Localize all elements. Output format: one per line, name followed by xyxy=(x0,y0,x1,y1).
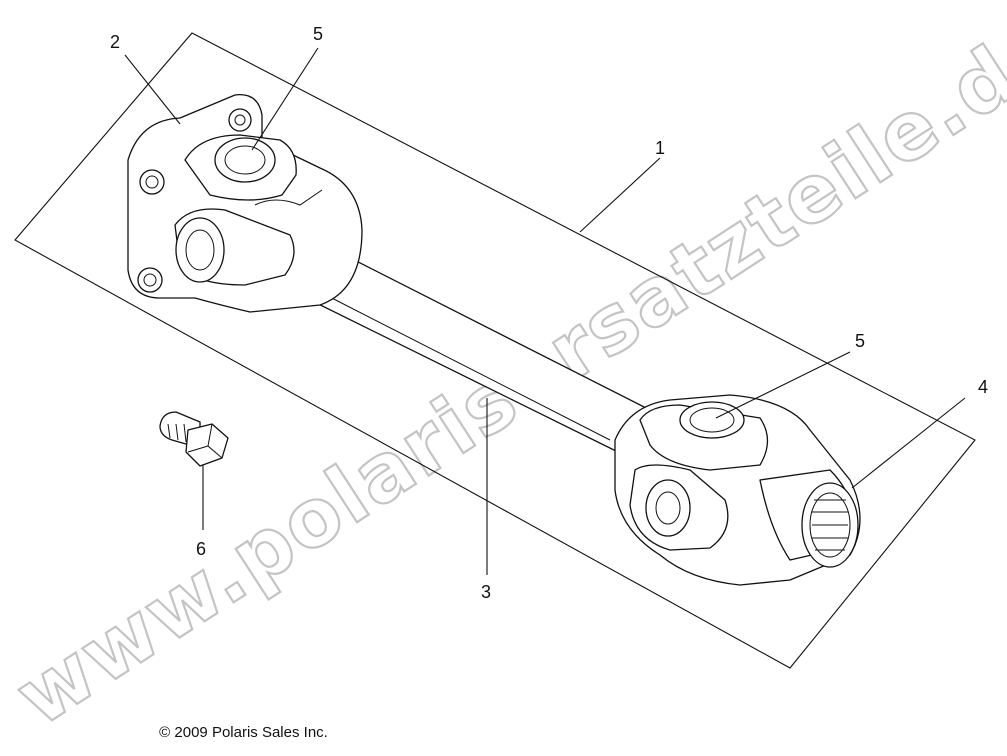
leader-lines xyxy=(124,47,966,575)
callout-2: 2 xyxy=(110,32,120,52)
callout-3: 3 xyxy=(481,582,491,602)
callout-6: 6 xyxy=(196,539,206,559)
callout-5-right: 5 xyxy=(855,331,865,351)
bearing-cap xyxy=(214,137,276,183)
bearing-cap xyxy=(679,401,745,439)
callout-4: 4 xyxy=(978,377,988,397)
copyright-symbol: © xyxy=(159,724,171,741)
assembly-outline xyxy=(14,32,976,669)
flange-yoke xyxy=(127,94,363,313)
callout-5-left: 5 xyxy=(313,24,323,44)
copyright-notice: © 2009 Polaris Sales Inc. xyxy=(0,724,1007,741)
copyright-text: 2009 Polaris Sales Inc. xyxy=(174,724,328,741)
slip-yoke xyxy=(614,394,861,586)
callout-1: 1 xyxy=(655,138,665,158)
bolt xyxy=(159,411,229,467)
